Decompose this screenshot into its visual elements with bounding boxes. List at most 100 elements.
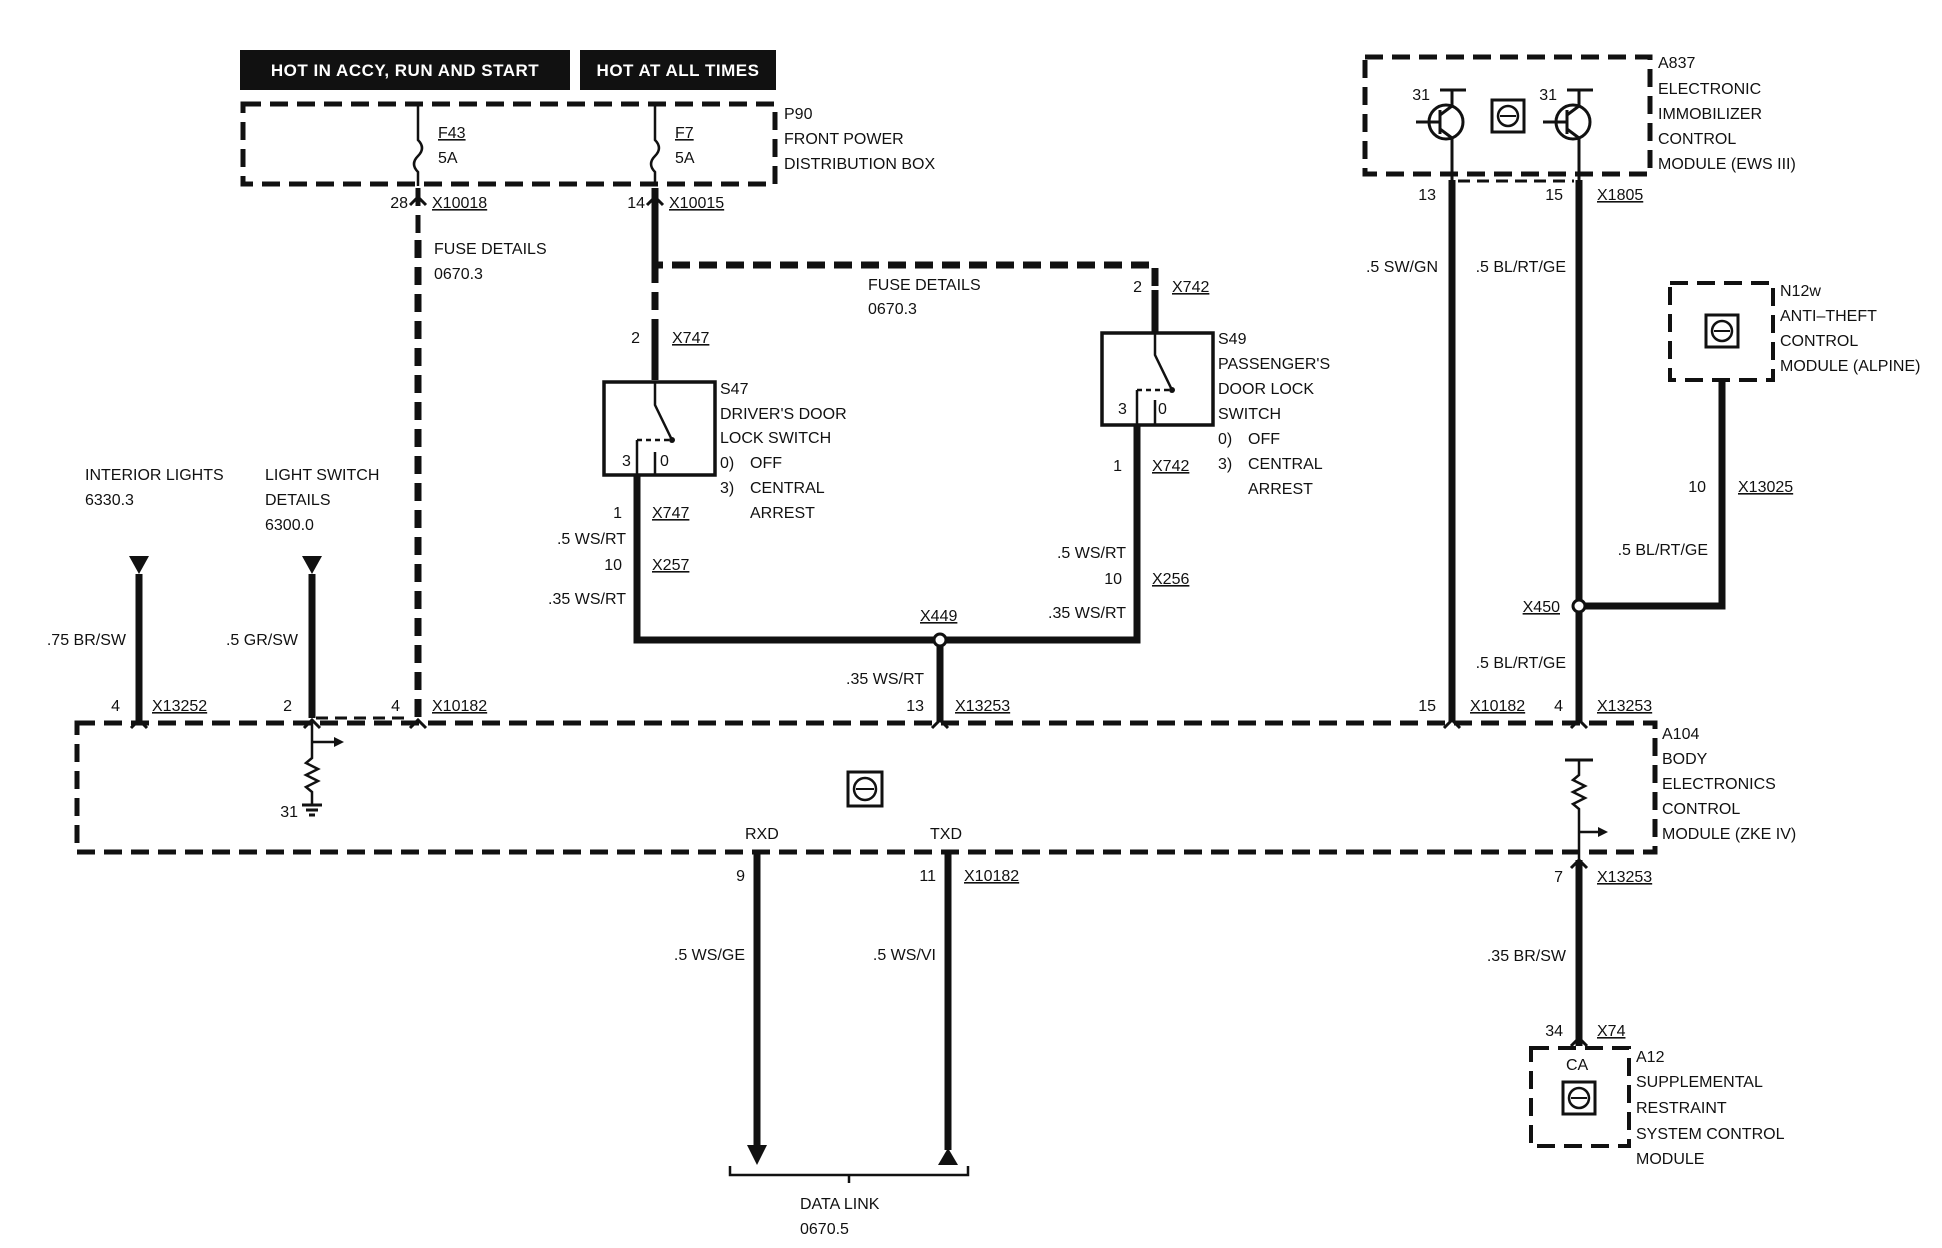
a12-wire: .35 BR/SW: [1487, 948, 1567, 965]
light-switch-l3: 6300.0: [265, 517, 314, 534]
s49-terminal-3: 3: [1118, 401, 1127, 418]
s47-pin-10: 10: [604, 557, 622, 574]
s49-top-pin: 2: [1133, 279, 1142, 296]
a837-l2: IMMOBILIZER: [1658, 106, 1762, 123]
a104-body-electronics-module: 31 RXD TXD: [74, 720, 1658, 860]
a104-conn-7: X13253: [1597, 869, 1652, 886]
fuse-details-2-line1: FUSE DETAILS: [868, 277, 981, 294]
conn-x10018: X10018: [432, 195, 487, 212]
light-switch-wire: .5 GR/SW: [226, 632, 299, 649]
a837-l4: MODULE (EWS III): [1658, 156, 1796, 173]
a104-pin-4: 4: [1554, 698, 1563, 715]
s47-pos3-a: CENTRAL: [750, 480, 825, 497]
splice-x449-pin: 13: [906, 698, 924, 715]
wire-f7-bus: [651, 255, 1159, 290]
a12-l1: SUPPLEMENTAL: [1636, 1074, 1763, 1091]
light-switch-l2: DETAILS: [265, 492, 331, 509]
a12-l2: RESTRAINT: [1636, 1100, 1727, 1117]
a104-l3: CONTROL: [1662, 801, 1740, 818]
light-switch-pin: 2: [283, 698, 292, 715]
n12w-anti-theft-module: [1668, 281, 1775, 382]
s49-conn-x256: X256: [1152, 571, 1189, 588]
s47-wire-b: .35 WS/RT: [548, 591, 626, 608]
fuse-f43-id: F43: [438, 125, 466, 142]
a837-l1: ELECTRONIC: [1658, 81, 1761, 98]
a12-l3: SYSTEM CONTROL: [1636, 1126, 1785, 1143]
data-link-l1: DATA LINK: [800, 1196, 880, 1213]
a104-top-connector-chevrons: [129, 194, 1589, 730]
interior-lights-l1: INTERIOR LIGHTS: [85, 467, 224, 484]
splice-x449-conn: X13253: [955, 698, 1010, 715]
p90-name-1: FRONT POWER: [784, 131, 904, 148]
fuse-f7-symbol: [649, 104, 661, 186]
a104-pin-9: 9: [736, 868, 745, 885]
a104-rxd: RXD: [745, 826, 779, 843]
s47-pos3-b: ARREST: [750, 505, 815, 522]
s47-terminal-0: 0: [660, 453, 669, 470]
a104-conn-4: X13253: [1597, 698, 1652, 715]
a104-txd: TXD: [930, 826, 962, 843]
interior-lights-conn: X13252: [152, 698, 207, 715]
n12w-l2: CONTROL: [1780, 333, 1858, 350]
fuse-details-1-line1: FUSE DETAILS: [434, 241, 547, 258]
s49-label-3: SWITCH: [1218, 406, 1281, 423]
s49-label-2: DOOR LOCK: [1218, 381, 1314, 398]
s47-top-conn: X747: [672, 330, 709, 347]
splice-x450-wire: .5 BL/RT/GE: [1476, 655, 1566, 672]
s47-id: S47: [720, 381, 749, 398]
s49-terminal-0: 0: [1158, 401, 1167, 418]
a837-pin-15: 15: [1545, 187, 1563, 204]
a104-left-resistor: [303, 720, 321, 805]
data-link-wire-tx: .5 WS/VI: [873, 947, 936, 964]
a837-conn: X1805: [1597, 187, 1643, 204]
s47-bot-pin: 1: [613, 505, 622, 522]
n12w-l3: MODULE (ALPINE): [1780, 358, 1920, 375]
n12w-conn: X13025: [1738, 479, 1793, 496]
s49-contact-arm: [1153, 333, 1174, 391]
anti-theft-module-icon: [1704, 313, 1740, 349]
a12-pin: 34: [1545, 1023, 1563, 1040]
s49-label-1: PASSENGER'S: [1218, 356, 1330, 373]
s47-terminal-3: 3: [622, 453, 631, 470]
s47-conn-x257: X257: [652, 557, 689, 574]
s49-wire-a: .5 WS/RT: [1057, 545, 1126, 562]
s49-wire-b: .35 WS/RT: [1048, 605, 1126, 622]
a104-id: A104: [1662, 726, 1699, 743]
s49-bot-conn: X742: [1152, 458, 1189, 475]
hot-always-label: HOT AT ALL TIMES: [597, 61, 760, 80]
data-link-bracket: [728, 1166, 970, 1177]
a837-immobilizer-module: 31 31: [1362, 54, 1653, 180]
n12w-l1: ANTI–THEFT: [1780, 308, 1877, 325]
a837-wire-right: .5 BL/RT/GE: [1476, 259, 1566, 276]
rxd-arrow: [747, 1145, 767, 1165]
s49-pin-10: 10: [1104, 571, 1122, 588]
a837-terminal-1: 31: [1412, 87, 1430, 104]
a12-l4: MODULE: [1636, 1151, 1704, 1168]
interior-lights-l2: 6330.3: [85, 492, 134, 509]
a104-conn-data: X10182: [964, 868, 1019, 885]
s49-pos3-a: CENTRAL: [1248, 456, 1323, 473]
s47-bot-conn: X747: [652, 505, 689, 522]
s47-pos0-num: 0): [720, 455, 734, 472]
fuse-details-2-line2: 0670.3: [868, 301, 917, 318]
interior-lights-pin: 4: [111, 698, 120, 715]
s49-pos0-num: 0): [1218, 431, 1232, 448]
a837-wire-left: .5 SW/GN: [1366, 259, 1438, 276]
s47-pos0: OFF: [750, 455, 782, 472]
p90-id: P90: [784, 106, 813, 123]
s49-pos3-b: ARREST: [1248, 481, 1313, 498]
p90-power-distribution-box: P90 FRONT POWER DISTRIBUTION BOX F43 5A …: [240, 101, 935, 187]
s49-passengers-door-lock-switch: 3 0: [1100, 331, 1215, 427]
a12-conn: X74: [1597, 1023, 1626, 1040]
fuse-f43-rating: 5A: [438, 150, 458, 167]
a837-id: A837: [1658, 55, 1695, 72]
p90-name-2: DISTRIBUTION BOX: [784, 156, 935, 173]
fuse-f43-symbol: [412, 104, 424, 186]
txd-arrow: [938, 1148, 958, 1165]
n12w-wire: .5 BL/RT/GE: [1618, 542, 1708, 559]
hot-accy-label: HOT IN ACCY, RUN AND START: [271, 61, 539, 80]
n12w-pin: 10: [1688, 479, 1706, 496]
s47-label-1: DRIVER'S DOOR: [720, 406, 847, 423]
s47-contact-arm: [653, 382, 674, 441]
fuse-feed-conn: X10182: [432, 698, 487, 715]
